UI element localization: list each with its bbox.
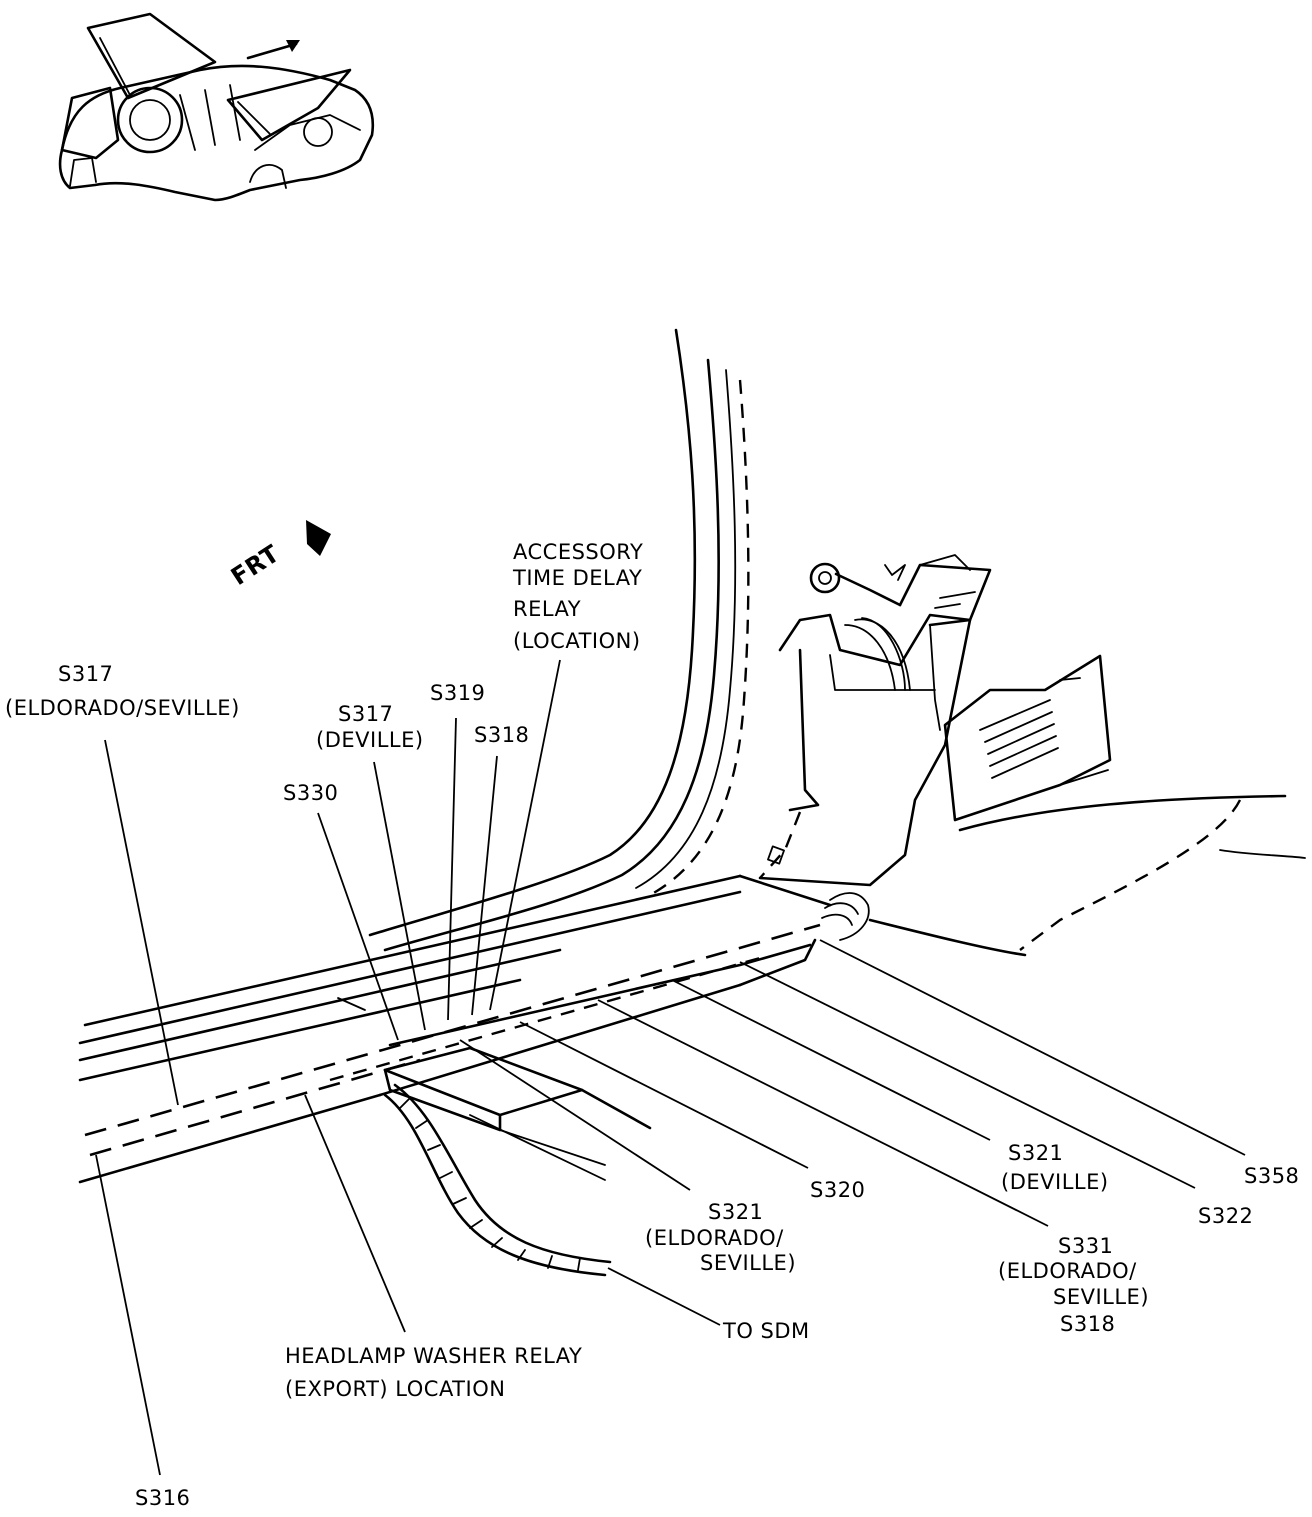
- leader-s319: [447, 717, 457, 1021]
- headlamp-washer-line2: (EXPORT) LOCATION: [285, 1377, 505, 1401]
- s321-dv-sublabel: (DEVILLE): [1001, 1170, 1109, 1194]
- s317-dv-label: S317: [338, 702, 393, 726]
- leader-s316: [95, 1154, 161, 1476]
- s321-dv-label: S321: [1008, 1141, 1063, 1165]
- leader-acc-relay: [489, 659, 561, 1011]
- leader-s358: [819, 939, 1246, 1156]
- s317-es-label: S317: [58, 662, 113, 686]
- s318-top-label: S318: [474, 723, 529, 747]
- kick-panel-assembly: [758, 554, 1306, 957]
- s320-label: S320: [810, 1178, 865, 1202]
- s358-label: S358: [1244, 1164, 1299, 1188]
- s331-line2: (ELDORADO/: [998, 1259, 1137, 1283]
- s321-es-line3: SEVILLE): [700, 1251, 796, 1275]
- relay-bracket: [383, 1046, 652, 1181]
- s322-label: S322: [1198, 1204, 1253, 1228]
- callout-labels: ACCESSORY TIME DELAY RELAY (LOCATION) S3…: [5, 540, 1299, 1510]
- sdm-branch-harness: [383, 1083, 612, 1277]
- leader-s317-dv: [373, 761, 426, 1031]
- leader-s331: [597, 999, 1049, 1227]
- leader-headlamp: [304, 1094, 406, 1333]
- s330-label: S330: [283, 781, 338, 805]
- s317-dv-sublabel: (DEVILLE): [316, 728, 424, 752]
- rocker-harness: [78, 874, 832, 1184]
- acc-relay-line3: RELAY: [513, 597, 581, 621]
- leader-s321-es: [459, 1039, 691, 1191]
- leader-lines: [95, 659, 1246, 1476]
- frt-label: FRT: [226, 539, 285, 591]
- headlamp-washer-line1: HEADLAMP WASHER RELAY: [285, 1344, 582, 1368]
- acc-relay-line2: TIME DELAY: [512, 566, 642, 590]
- to-sdm-label: TO SDM: [722, 1319, 810, 1343]
- s321-es-line1: S321: [708, 1200, 763, 1224]
- front-direction-indicator: FRT: [226, 520, 331, 591]
- s319-label: S319: [430, 681, 485, 705]
- s318-bottom-label: S318: [1060, 1312, 1115, 1336]
- leader-s317-es: [104, 739, 179, 1106]
- leader-s322: [739, 961, 1196, 1189]
- acc-relay-line1: ACCESSORY: [513, 540, 643, 564]
- acc-relay-line4: (LOCATION): [513, 629, 641, 653]
- leader-s321-dv: [671, 979, 991, 1141]
- leader-to-sdm: [607, 1267, 721, 1326]
- front-arrow-icon: [306, 520, 331, 556]
- leader-s318-top: [471, 755, 498, 1016]
- s316-label: S316: [135, 1486, 190, 1510]
- leader-s330: [317, 812, 399, 1041]
- s321-es-line2: (ELDORADO/: [645, 1226, 784, 1250]
- leader-s320: [519, 1021, 809, 1169]
- s317-es-sublabel: (ELDORADO/SEVILLE): [5, 696, 240, 720]
- s331-line3: SEVILLE): [1053, 1285, 1149, 1309]
- s331-line1: S331: [1058, 1234, 1113, 1258]
- vehicle-locator-icon: [58, 12, 375, 202]
